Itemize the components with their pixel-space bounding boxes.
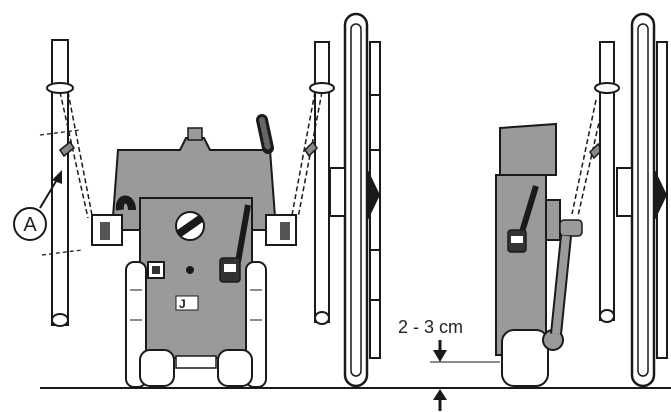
left-post-clamp [46,82,74,94]
side-view: 2 - 3 cm [398,12,668,411]
gap-arrow-down [433,340,447,362]
wheel-rim [329,12,381,388]
tracks [125,261,267,388]
side-top-housing [499,122,557,176]
callout-circle: A [13,207,47,241]
side-body [495,174,547,356]
svg-text:J: J [179,297,186,311]
side-control-lever [507,185,539,253]
gap-arrow-up [433,389,447,411]
front-view: J A [13,12,381,388]
pointer-arrow [39,170,62,209]
rotary-knob [175,211,205,241]
machine-logo: J [175,295,199,311]
gap-dimension-label: 2 - 3 cm [398,317,463,337]
side-wheel-rim [616,12,668,388]
control-lever [219,204,251,283]
callout-label: A [23,214,37,236]
handle [256,114,274,154]
right-post-clamp [309,82,335,94]
